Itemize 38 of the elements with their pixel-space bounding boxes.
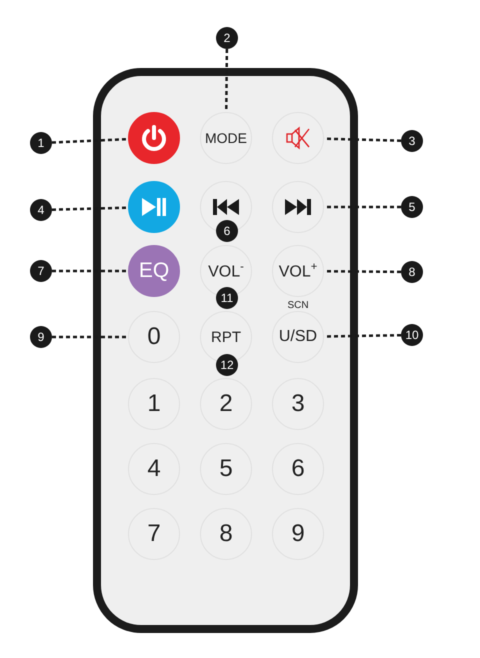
- remote-button: EQ: [128, 245, 180, 297]
- callout-number: 3: [401, 130, 423, 152]
- remote-button: 9: [272, 508, 324, 560]
- remote-button: 3: [272, 378, 324, 430]
- callout-number: 1: [30, 132, 52, 154]
- remote-button: [128, 112, 180, 164]
- remote-button: 0: [128, 311, 180, 363]
- remote-button: [272, 112, 324, 164]
- callout-number: 11: [216, 287, 238, 309]
- remote-button: [128, 181, 180, 233]
- callout-number: 2: [216, 27, 238, 49]
- callout-number: 4: [30, 199, 52, 221]
- remote-button: U/SD: [272, 311, 324, 363]
- button-label: SCN: [286, 301, 310, 311]
- leader-line: [52, 336, 128, 338]
- remote-control-body: [93, 68, 358, 633]
- callout-number: 10: [401, 324, 423, 346]
- remote-button: 5: [200, 443, 252, 495]
- callout-number: 5: [401, 196, 423, 218]
- remote-button: 7: [128, 508, 180, 560]
- remote-button: VOL$^{+}$: [272, 245, 324, 297]
- remote-button: 4: [128, 443, 180, 495]
- remote-button: 8: [200, 508, 252, 560]
- callout-number: 8: [401, 261, 423, 283]
- callout-number: 9: [30, 326, 52, 348]
- remote-button: [272, 181, 324, 233]
- leader-line: [52, 138, 128, 144]
- remote-button: 2: [200, 378, 252, 430]
- remote-button: 6: [272, 443, 324, 495]
- callout-number: 12: [216, 354, 238, 376]
- leader-line: [324, 270, 402, 274]
- remote-button: 1: [128, 378, 180, 430]
- remote-button: MODE: [200, 112, 252, 164]
- callout-number: 6: [216, 220, 238, 242]
- leader-line: [52, 270, 128, 272]
- leader-line: [52, 206, 128, 211]
- callout-number: 7: [30, 260, 52, 282]
- leader-line: [324, 206, 401, 208]
